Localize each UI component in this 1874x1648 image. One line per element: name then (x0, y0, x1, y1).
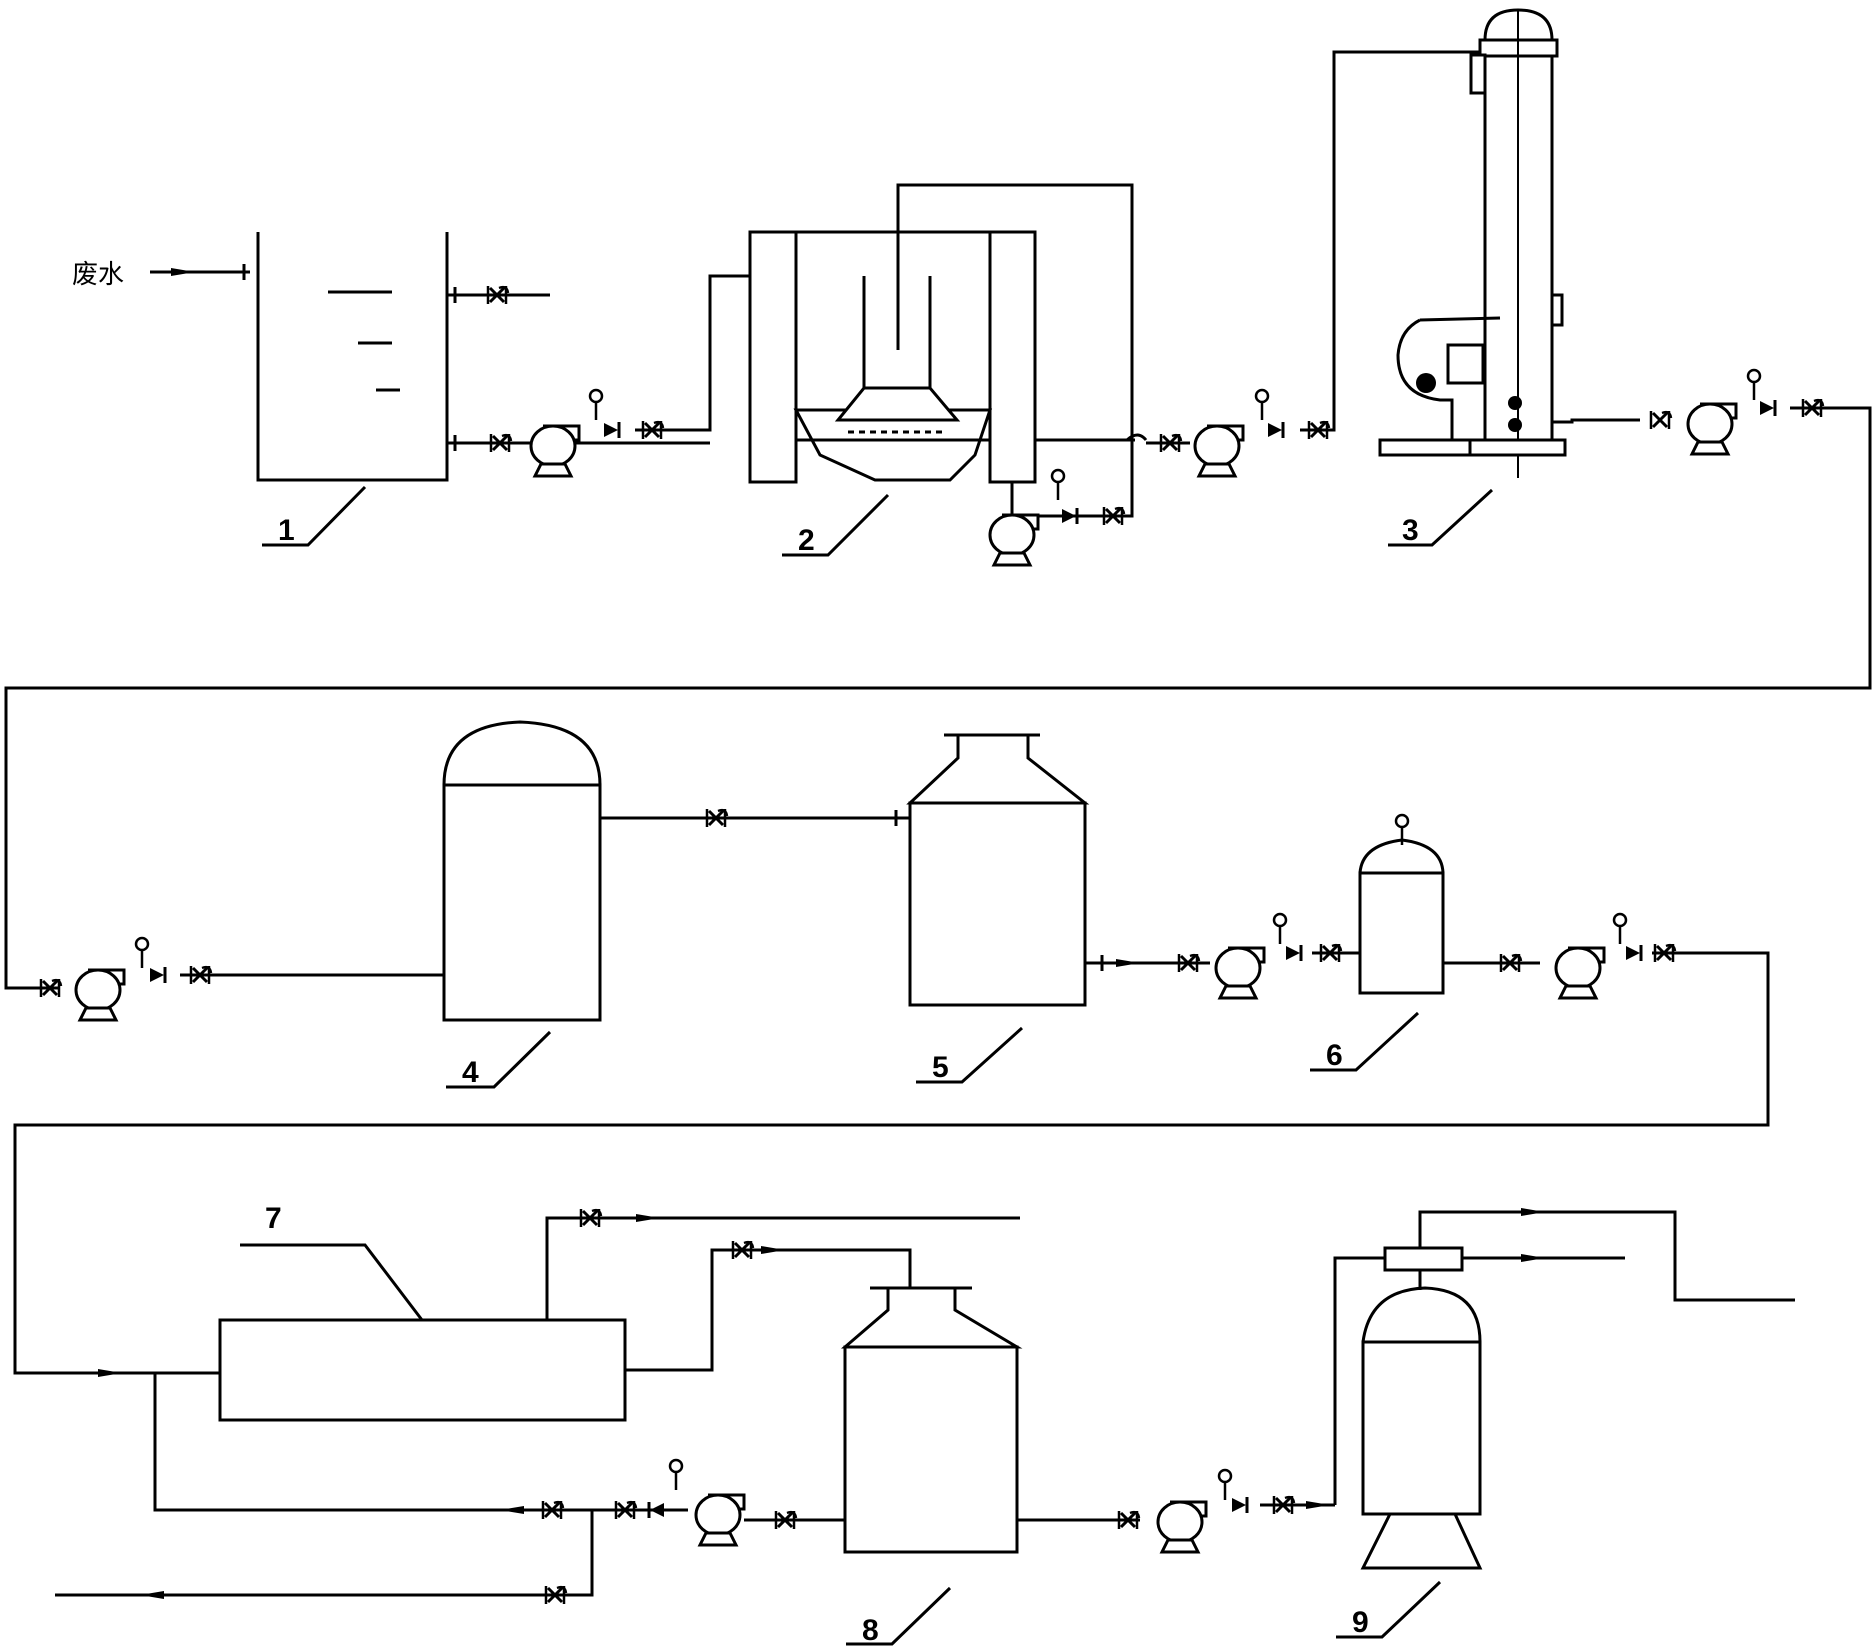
inlet-pipe (150, 264, 250, 280)
svg-text:1: 1 (278, 514, 295, 547)
unit-6-filter (1360, 813, 1443, 993)
unit-3-outlet-pipe (6, 368, 1870, 988)
centrifugal-pump-icon (74, 968, 126, 1022)
svg-text:7: 7 (265, 1202, 282, 1235)
label-2: 2 (782, 495, 888, 557)
label-8: 8 (846, 1588, 950, 1647)
flow-arrow-icon (140, 1591, 164, 1599)
unit-2-recycle-pump-line (988, 430, 1132, 567)
label-5: 5 (916, 1028, 1022, 1084)
label-3: 3 (1388, 490, 1492, 547)
unit-7-recycle-pipe (155, 1373, 845, 1547)
flow-arrow-icon (171, 268, 195, 276)
svg-text:9: 9 (1352, 1606, 1369, 1639)
label-6: 6 (1310, 1013, 1418, 1072)
unit-1-tank (258, 232, 447, 480)
centrifugal-pump-icon (1214, 946, 1266, 1000)
centrifugal-pump-icon (988, 513, 1040, 567)
unit-2-outlet-pipe (1035, 52, 1480, 478)
centrifugal-pump-icon (1156, 1500, 1208, 1554)
centrifugal-pump-icon (529, 424, 581, 478)
check-valve-icon (1230, 1495, 1249, 1515)
label-9: 9 (1336, 1582, 1440, 1639)
svg-text:3: 3 (1402, 514, 1419, 547)
pressure-gauge-icon (134, 936, 150, 970)
label-4: 4 (446, 1032, 550, 1089)
unit-5-outlet-pipe (1085, 912, 1360, 1000)
check-valve-icon (1284, 943, 1303, 963)
valve-icon (1649, 409, 1673, 431)
centrifugal-pump-icon (1193, 424, 1245, 478)
check-valve-icon (1266, 420, 1285, 440)
flow-arrow-icon (636, 1214, 660, 1222)
unit-4-inlet-pipe (39, 936, 444, 1022)
unit-8-tank (845, 1288, 1017, 1552)
unit-5-tank (910, 735, 1085, 1005)
svg-text:4: 4 (462, 1056, 479, 1089)
pressure-gauge-icon (1254, 388, 1270, 422)
svg-text:2: 2 (798, 524, 815, 557)
centrifugal-pump-icon (1686, 402, 1738, 456)
label-7: 7 (240, 1202, 422, 1320)
pressure-gauge-icon (1746, 368, 1762, 402)
check-valve-icon (1758, 398, 1777, 418)
unit-3-reaction-tower (1380, 10, 1565, 478)
check-valve-icon (1060, 506, 1079, 526)
pressure-gauge-icon (668, 1458, 684, 1492)
unit-9-softener (1363, 1248, 1480, 1568)
svg-text:8: 8 (862, 1614, 879, 1647)
svg-text:6: 6 (1326, 1039, 1343, 1072)
centrifugal-pump-icon (694, 1493, 746, 1547)
unit-4-to-5-pipe (600, 807, 910, 829)
pressure-gauge-icon (588, 388, 604, 422)
unit-7-membrane-module (220, 1320, 625, 1420)
unit-4-tank (444, 722, 600, 1020)
flow-arrow-icon (1306, 1501, 1330, 1509)
unit-3-blower (1398, 318, 1500, 440)
svg-text:5: 5 (932, 1051, 949, 1084)
check-valve-icon (148, 965, 167, 985)
flow-arrow-icon (500, 1506, 524, 1514)
pressure-gauge-icon (1217, 1468, 1233, 1502)
unit-7-concentrate-pipe (547, 1207, 1020, 1320)
pressure-gauge-icon (1050, 468, 1066, 502)
pressure-gauge-icon (1272, 912, 1288, 946)
flow-arrow-icon (761, 1246, 785, 1254)
check-valve-icon (602, 420, 621, 440)
unit-6-outlet-pipe (15, 912, 1768, 1373)
check-valve-icon (1624, 943, 1643, 963)
unit-7-permeate-pipe (625, 1239, 910, 1370)
unit-9-pipes (1335, 1208, 1795, 1505)
pressure-gauge-icon (1612, 912, 1628, 946)
check-valve-icon (647, 1500, 666, 1520)
label-1: 1 (262, 487, 365, 547)
unit-1-outlet-pipe (447, 276, 750, 478)
flow-arrow-icon (1116, 959, 1140, 967)
centrifugal-pump-icon (1554, 946, 1606, 1000)
unit-1-overflow-pipe (447, 284, 550, 306)
inlet-label: 废水 (72, 260, 124, 290)
unit-8-outlet-pipe (1017, 1468, 1335, 1554)
flow-arrow-icon (1521, 1208, 1545, 1216)
flow-arrow-icon (1521, 1254, 1545, 1262)
unit-2-flotation-unit (750, 185, 1132, 482)
flow-arrow-icon (98, 1369, 122, 1377)
drain-pipe (55, 1510, 592, 1606)
